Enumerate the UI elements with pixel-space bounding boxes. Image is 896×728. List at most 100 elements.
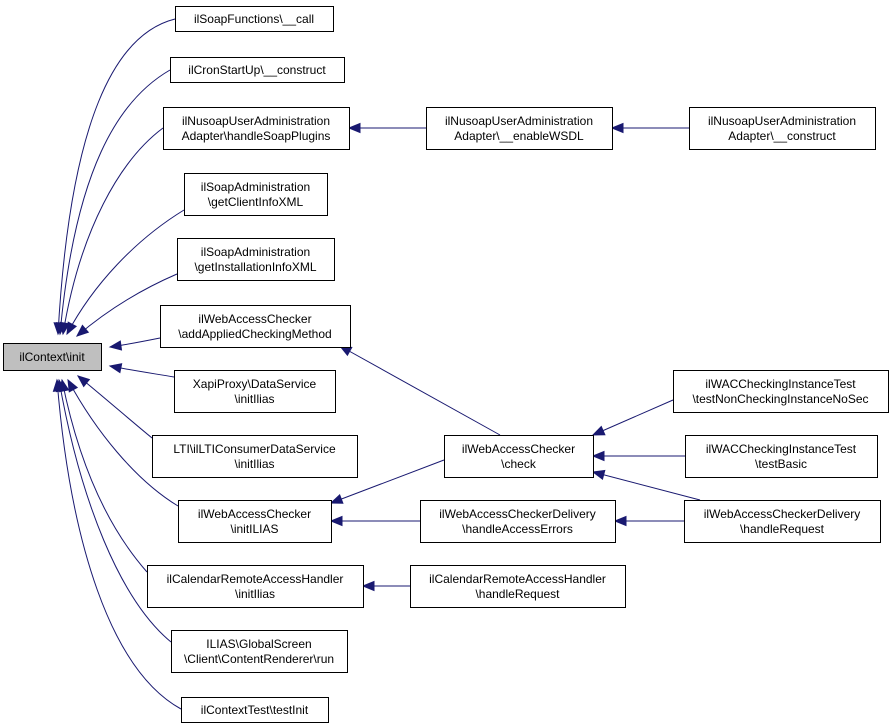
node-label-line: ilWebAccessCheckerDelivery	[439, 507, 596, 521]
edge-layer	[52, 18, 701, 710]
edge-nusoap_construct-to-nusoap_wsdl	[610, 122, 689, 134]
node-label-line: ilSoapFunctions\__call	[194, 12, 314, 26]
node-label-line: Adapter\__construct	[728, 129, 836, 143]
node-label-line: ilCronStartUp\__construct	[188, 63, 326, 77]
node-layer: ilContext\init ilSoapFunctions\__call ilCr…	[3, 6, 889, 723]
node-wacci-nonchecking[interactable]: ilWACCheckingInstanceTest\testNonCheckin…	[673, 370, 889, 413]
edge-line	[58, 379, 172, 643]
edge-line	[77, 375, 153, 439]
node-box	[673, 370, 889, 413]
node-xapi[interactable]: XapiProxy\DataService\initIlias	[174, 370, 336, 413]
edge-line	[76, 273, 178, 337]
edge-wac_check-to-wac_added	[338, 345, 501, 436]
node-cal-request[interactable]: ilCalendarRemoteAccessHandler\handleRequ…	[410, 565, 626, 608]
node-soapadmin-install[interactable]: ilSoapAdministration\getInstallationInfo…	[177, 238, 335, 281]
edge-line	[330, 459, 445, 504]
arrowhead-icon	[76, 375, 91, 388]
edge-line	[339, 345, 501, 436]
arrowhead-icon	[347, 122, 361, 134]
arrowhead-icon	[67, 378, 79, 393]
node-label-line: ilNusoapUserAdministration	[708, 114, 856, 128]
node-box	[160, 305, 351, 348]
node-box	[184, 173, 328, 216]
arrowhead-icon	[75, 324, 90, 337]
edge-soapfunc-to-root	[53, 18, 176, 336]
arrowhead-icon	[329, 515, 343, 527]
node-box	[163, 107, 350, 150]
edge-line	[56, 379, 182, 710]
node-wacci-basic[interactable]: ilWACCheckingInstanceTest\testBasic	[685, 435, 878, 478]
node-cron[interactable]: ilCronStartUp\__construct	[170, 57, 345, 83]
arrowhead-icon	[361, 580, 375, 592]
node-label-line: ILIAS\GlobalScreen	[206, 637, 311, 651]
arrowhead-icon	[108, 363, 123, 374]
edge-soapadmin_install-to-root	[75, 273, 178, 337]
node-wac-initilias[interactable]: ilWebAccessChecker\initILIAS	[178, 500, 332, 543]
node-label-line: ilWebAccessChecker	[198, 312, 311, 326]
node-wacd-request[interactable]: ilWebAccessCheckerDelivery\handleRequest	[684, 500, 881, 543]
node-soapadmin-client[interactable]: ilSoapAdministration\getClientInfoXML	[184, 173, 328, 216]
node-box	[171, 630, 348, 673]
edge-line	[62, 127, 164, 335]
node-globalscreen[interactable]: ILIAS\GlobalScreen\Client\ContentRendere…	[171, 630, 348, 673]
arrowhead-icon	[591, 469, 606, 480]
edge-line	[67, 379, 179, 507]
node-label-line: ilWebAccessChecker	[198, 507, 311, 521]
edge-line	[59, 69, 171, 335]
node-wac-check[interactable]: ilWebAccessChecker\check	[444, 435, 594, 478]
node-contexttest[interactable]: ilContextTest\testInit	[181, 697, 329, 723]
node-label-line: XapiProxy\DataService	[193, 377, 317, 391]
node-nusoap-construct[interactable]: ilNusoapUserAdministrationAdapter\__cons…	[689, 107, 876, 150]
node-box	[178, 500, 332, 543]
edge-wac_check-to-wac_initilias	[329, 459, 445, 504]
arrowhead-icon	[59, 321, 71, 336]
node-label-line: \handleRequest	[475, 587, 560, 601]
node-label-line: \initIlias	[234, 457, 274, 471]
edge-contexttest-to-root	[52, 378, 182, 710]
node-cal-initilias[interactable]: ilCalendarRemoteAccessHandler\initIlias	[147, 565, 364, 608]
node-box	[420, 500, 616, 543]
edge-cron-to-root	[55, 69, 171, 336]
node-label-line: Adapter\__enableWSDL	[454, 129, 584, 143]
node-box	[175, 6, 334, 32]
node-label-line: \getClientInfoXML	[208, 195, 304, 209]
node-wacd-errors[interactable]: ilWebAccessCheckerDelivery\handleAccessE…	[420, 500, 616, 543]
node-label-line: LTI\ilLTIConsumerDataService	[173, 442, 336, 456]
edge-wacd_errors-to-wac_initilias	[329, 515, 420, 527]
node-label-line: \check	[501, 457, 537, 471]
edge-cal_initilias-to-root	[59, 378, 148, 573]
node-label-line: \handleRequest	[740, 522, 825, 536]
arrowhead-icon	[610, 122, 624, 134]
edge-wacd_request-to-wac_check	[591, 469, 701, 501]
node-box	[426, 107, 613, 150]
arrowhead-icon	[329, 494, 344, 504]
edge-wacci_basic-to-wac_check	[591, 450, 685, 462]
arrowhead-icon	[108, 340, 123, 351]
node-nusoap-plugins[interactable]: ilNusoapUserAdministrationAdapter\handle…	[163, 107, 350, 150]
node-root[interactable]: ilContext\init	[3, 343, 102, 371]
node-label-line: \addAppliedCheckingMethod	[178, 327, 331, 341]
node-label-line: ilSoapAdministration	[201, 245, 310, 259]
node-label-line: Adapter\handleSoapPlugins	[182, 129, 331, 143]
edge-line	[592, 399, 674, 436]
node-box	[147, 565, 364, 608]
node-wac-added[interactable]: ilWebAccessChecker\addAppliedCheckingMet…	[160, 305, 351, 348]
node-box	[444, 435, 594, 478]
arrowhead-icon	[52, 378, 64, 392]
node-label-line: ilWebAccessChecker	[462, 442, 575, 456]
edge-nusoap_wsdl-to-nusoap_plugins	[347, 122, 426, 134]
edge-nusoap_plugins-to-root	[59, 127, 164, 336]
edge-wacd_request-to-wacd_errors	[613, 515, 684, 527]
node-lti[interactable]: LTI\ilLTIConsumerDataService\initIlias	[152, 435, 358, 478]
node-soapfunc[interactable]: ilSoapFunctions\__call	[175, 6, 334, 32]
node-box	[152, 435, 358, 478]
node-label-line: ilContextTest\testInit	[201, 703, 309, 717]
node-label-line: \testBasic	[755, 457, 807, 471]
node-box	[181, 697, 329, 723]
edge-soapadmin_client-to-root	[66, 209, 185, 336]
node-nusoap-wsdl[interactable]: ilNusoapUserAdministrationAdapter\__enab…	[426, 107, 613, 150]
edge-wac_added-to-root	[108, 337, 161, 351]
node-box	[170, 57, 345, 83]
